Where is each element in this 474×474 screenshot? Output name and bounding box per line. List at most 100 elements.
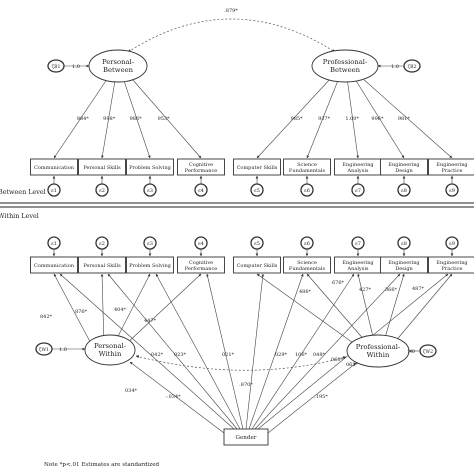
gender-to-personal-path (129, 361, 225, 434)
within-error-label: ε3 (147, 241, 153, 247)
within-indicator-box-label: Science (297, 260, 317, 266)
between-indicator-box-label: Cognitive (189, 162, 213, 168)
within-error (351, 236, 365, 250)
within-error-label: ε5 (254, 241, 260, 247)
between-indicator-box-label: Personal Skills (83, 165, 121, 171)
prb-residual (403, 59, 421, 73)
between-loading-label: 953* (158, 116, 171, 122)
personal-between-factor-label: Personal- (102, 58, 134, 66)
within-error (95, 236, 109, 250)
professional-between-factor (311, 49, 379, 83)
gender-direct-label: 021* (222, 352, 235, 358)
gender-box-label: Gender (236, 435, 257, 441)
between-indicator-box-label: Engineering (436, 162, 468, 168)
gender-direct-path (59, 273, 235, 430)
between-loading-label: 986* (130, 116, 143, 122)
within-indicator-box-label: Engineering (436, 260, 468, 266)
gender-direct-path (245, 273, 265, 430)
gender-direct-label: 060* (331, 357, 344, 363)
gender-box (223, 428, 269, 446)
within-covariance-path (135, 355, 347, 371)
between-indicator-box-label: Problem Solving (129, 165, 172, 171)
personal-between-factor (88, 49, 148, 83)
personal-within-factor (84, 334, 136, 366)
gender-direct-path (155, 273, 241, 430)
between-error (445, 183, 459, 197)
between-loading-label: 981* (398, 116, 411, 122)
within-indicator-box-label: Cognitive (189, 260, 213, 266)
professional-within-factor (346, 334, 410, 368)
within-error (194, 236, 208, 250)
footnote: Note *p<.01 Estimates are standardized (44, 462, 160, 468)
gender-to-professional-label: .195* (314, 394, 328, 400)
professional-between-factor-label: Professional- (323, 58, 368, 66)
prb-residual-label: ζB2 (408, 64, 417, 70)
gender-direct-label: 034* (125, 388, 138, 394)
between-error (143, 183, 157, 197)
between-loading-label: 937* (318, 116, 331, 122)
within-loading-label: 676* (332, 280, 345, 286)
gender-direct-path (248, 273, 304, 430)
between-loading-path (123, 79, 151, 159)
within-indicator-box-label: Practice (442, 266, 463, 272)
between-loading-label: 996* (371, 116, 384, 122)
between-indicator-box-label: Science (297, 162, 317, 168)
within-loading-path (123, 273, 202, 347)
professional-between-factor-label: Between (330, 66, 361, 74)
gender-direct-label: 106* (295, 352, 308, 358)
within-indicator-box (233, 256, 281, 274)
within-loading-path (53, 273, 97, 354)
within-loading-label: 366* (385, 287, 398, 293)
pw-residual (35, 342, 53, 356)
within-indicator-box-label: Problem Solving (129, 263, 172, 269)
professional-within-factor-label: Professional- (356, 343, 401, 351)
between-loading-path (101, 79, 116, 159)
gender-direct-path (107, 273, 238, 430)
within-error-label: ε4 (198, 241, 204, 247)
gender-to-professional-path (267, 362, 357, 434)
between-error-label: ε3 (147, 188, 153, 194)
within-loading-label: 486* (299, 289, 312, 295)
between-indicator-box (428, 158, 474, 176)
personal-between-factor-label: Between (103, 66, 134, 74)
within-error (143, 236, 157, 250)
within-indicator-box-label: Performance (185, 266, 217, 272)
within-indicator-box (126, 256, 174, 274)
within-loading-label: 447* (144, 318, 157, 324)
prb-residual-value: 1.0 (391, 64, 399, 70)
within-error-label: ε9 (449, 241, 455, 247)
within-loading-label: 427* (359, 287, 372, 293)
between-loading-path (355, 79, 405, 159)
between-error-label: ε8 (401, 188, 407, 194)
gender-direct-label: 029* (275, 352, 288, 358)
between-loading-path (132, 79, 202, 159)
gender-direct-path (206, 273, 244, 430)
between-loading-label: 1.00* (345, 116, 359, 122)
between-indicator-box (78, 158, 126, 176)
between-error (194, 183, 208, 197)
within-indicator-box (428, 256, 474, 274)
pw-residual-value: 1.0 (59, 347, 67, 353)
between-error-label: ε2 (99, 188, 105, 194)
within-loading-path (393, 273, 453, 344)
within-loading-label: 487* (412, 286, 425, 292)
within-loading-path (256, 273, 357, 346)
between-indicator-box (177, 158, 225, 176)
between-error (95, 183, 109, 197)
between-indicator-box-label: Performance (185, 168, 217, 174)
within-error-label: ε8 (401, 241, 407, 247)
within-indicator-box-label: Personal Skills (83, 263, 121, 269)
within-covariance-label: .870* (239, 382, 253, 388)
between-indicator-box-label: Practice (442, 168, 463, 174)
between-error (47, 183, 61, 197)
within-loading-path (113, 273, 151, 345)
within-indicator-box-label: Computer Skills (237, 263, 278, 269)
between-loading-path (256, 79, 330, 159)
prw-residual (419, 344, 437, 358)
gender-direct-label: 048* (313, 352, 326, 358)
between-covariance-path (127, 18, 336, 53)
within-level-label: Within Level (0, 212, 39, 220)
within-indicator-box (177, 256, 225, 274)
between-loading-label: 984* (77, 116, 90, 122)
